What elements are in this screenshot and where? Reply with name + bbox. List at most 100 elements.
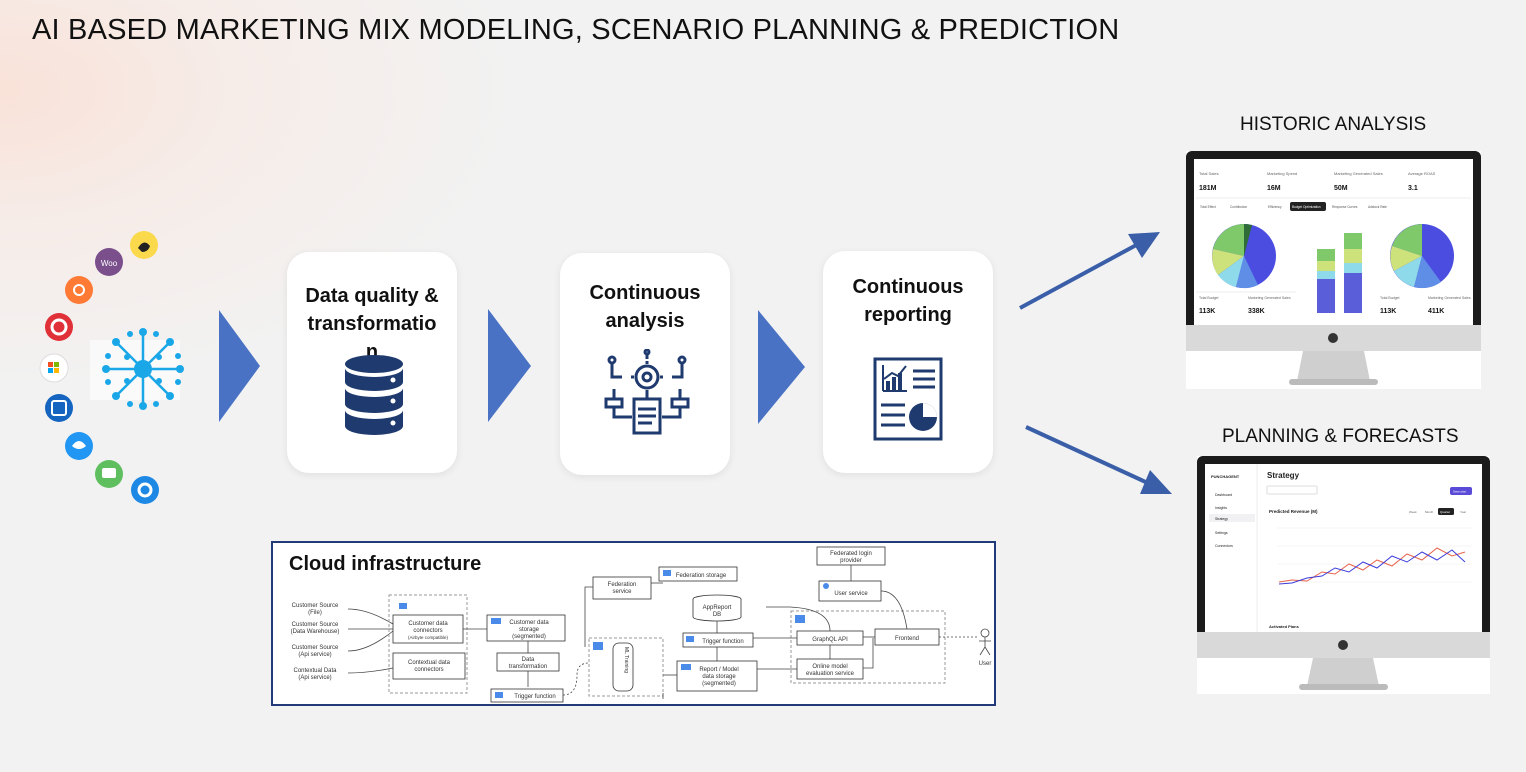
nav-insights[interactable]: Insights (1215, 506, 1227, 510)
box-label: GraphQL API (812, 637, 848, 643)
step-label-line1: Continuous (852, 276, 964, 298)
planning-dashboard-screen: PUNCHAGENT Dashboard Insights Strategy S… (1197, 456, 1490, 690)
tab-adstock-rate[interactable]: Adstock Rate (1368, 205, 1387, 209)
chart-title: Predicted Revenue (M) (1269, 509, 1318, 514)
brand-name: PUNCHAGENT (1211, 474, 1240, 479)
step-label-line2: analysis (605, 310, 685, 332)
bottom-kpi-label: Marketing Generated Sales (1428, 296, 1471, 300)
step-card-data-quality: Data quality & transformatio n (287, 252, 457, 473)
nav-strategy[interactable]: Strategy (1215, 517, 1228, 521)
source-label: (Api service) (298, 652, 331, 658)
tab-efficiency[interactable]: Efficiency (1268, 205, 1282, 209)
nav-connectors[interactable]: Connectors (1215, 544, 1233, 548)
box-label: storage (519, 627, 540, 633)
planning-dashboard-monitor: PUNCHAGENT Dashboard Insights Strategy S… (1197, 456, 1490, 694)
kpi-value: 50M (1334, 185, 1348, 192)
bottom-kpi-value: 411K (1428, 308, 1444, 315)
box-label: Customer data (408, 621, 448, 627)
range-month[interactable]: Month (1425, 510, 1434, 514)
tab-contribution[interactable]: Contribution (1230, 205, 1247, 209)
cloud-architecture-diagram: Customer Source (File) Customer Source (… (291, 546, 992, 703)
step-card-analysis: Continuous analysis (560, 253, 730, 475)
box-label: ML Training (623, 647, 629, 673)
step-card-reporting: Continuous reporting (823, 251, 993, 473)
save-plan-button[interactable] (1450, 487, 1472, 495)
box-label: connectors (413, 628, 442, 634)
nav-dashboard[interactable]: Dashboard (1215, 493, 1232, 497)
bottom-kpi-value: 113K (1380, 308, 1396, 315)
data-hub-icon (90, 328, 184, 410)
box-label: DB (713, 612, 721, 618)
range-week[interactable]: Week (1409, 510, 1417, 514)
range-quarter[interactable]: Quarter (1440, 510, 1450, 514)
pie-chart-left (1212, 223, 1276, 289)
source-app-icons: Woo (39, 231, 159, 504)
tab-budget-optimization[interactable]: Budget Optimization (1292, 205, 1321, 209)
box-label: Customer data (509, 620, 549, 626)
box-label: User service (834, 591, 868, 597)
bottom-kpi-label: Total Budget (1380, 296, 1399, 300)
cloud-infrastructure-title: Cloud infrastructure (289, 553, 482, 575)
historic-dashboard-monitor: Total Sales 181M Marketing Spend 16M Mar… (1186, 151, 1481, 389)
apple-logo-icon (1328, 333, 1338, 343)
flow-arrows (219, 309, 805, 424)
box-label: (segmented) (702, 681, 736, 687)
flow-arrow-2 (488, 309, 531, 422)
source-label: (Data Warehouse) (291, 629, 340, 635)
box-label: Federation storage (676, 573, 727, 579)
box-label: Federated login (830, 551, 872, 557)
box-label: transformation (509, 664, 547, 670)
box-label: Trigger function (514, 694, 555, 700)
step-label-line2: reporting (864, 304, 952, 326)
ecommerce-c-icon (45, 313, 73, 341)
step-label-line1: Continuous (589, 282, 701, 304)
kpi-label: Marketing Spend (1267, 171, 1297, 176)
box-label: provider (840, 558, 862, 564)
box-label: connectors (414, 667, 443, 673)
database-icon (345, 355, 403, 435)
source-label: Customer Source (292, 603, 339, 609)
connect-app-icon (131, 476, 159, 504)
source-label: Contextual Data (293, 668, 337, 674)
save-plan-label: Save plan (1453, 490, 1467, 494)
box-label: Data (522, 657, 535, 663)
box-label: Online model (812, 664, 847, 670)
tab-total-effect[interactable]: Total Effect (1200, 205, 1216, 209)
step-label-line2: transformatio (307, 313, 437, 335)
source-label: Customer Source (292, 645, 339, 651)
box-label: Trigger function (702, 639, 743, 645)
historic-dashboard-screen: Total Sales 181M Marketing Spend 16M Mar… (1186, 151, 1481, 385)
woocommerce-icon (95, 248, 123, 276)
svg-text:Woo: Woo (101, 259, 118, 268)
tab-response-curves[interactable]: Response Curves (1332, 205, 1358, 209)
box-label: User (979, 661, 992, 667)
bottom-kpi-value: 338K (1248, 308, 1265, 315)
hubspot-icon (65, 276, 93, 304)
kpi-label: Average ROAS (1408, 171, 1436, 176)
nav-settings[interactable]: Settings (1215, 531, 1228, 535)
box-label: Federation (608, 582, 637, 588)
box-label: Contextual data (408, 660, 451, 666)
kpi-value: 3.1 (1408, 185, 1418, 192)
pie-chart-right (1390, 224, 1454, 289)
user-figure-icon (979, 628, 991, 656)
box-label: (Airbyte compatible) (408, 635, 449, 640)
strategy-title: Strategy (1267, 471, 1300, 480)
range-year[interactable]: Year (1460, 510, 1466, 514)
page-title: AI BASED MARKETING MIX MODELING, SCENARI… (32, 14, 1120, 46)
stacked-bar-chart (1317, 233, 1362, 313)
planning-forecasts-label: PLANNING & FORECASTS (1222, 426, 1459, 447)
bottom-kpi-value: 113K (1199, 308, 1215, 315)
forecast-line-b (1278, 549, 1466, 585)
box-label: AppReport (703, 605, 732, 611)
output-arrows (1019, 232, 1172, 494)
report-icon (873, 357, 943, 441)
kpi-label: Total Sales (1199, 171, 1219, 176)
box-label: evaluation service (806, 671, 855, 677)
flow-arrow-3 (758, 310, 805, 424)
source-label: (File) (308, 610, 322, 616)
bottom-kpi-label: Marketing Generated Sales (1248, 296, 1291, 300)
kpi-label: Marketing Generated Sales (1334, 171, 1383, 176)
flow-arrow-1 (219, 310, 260, 422)
